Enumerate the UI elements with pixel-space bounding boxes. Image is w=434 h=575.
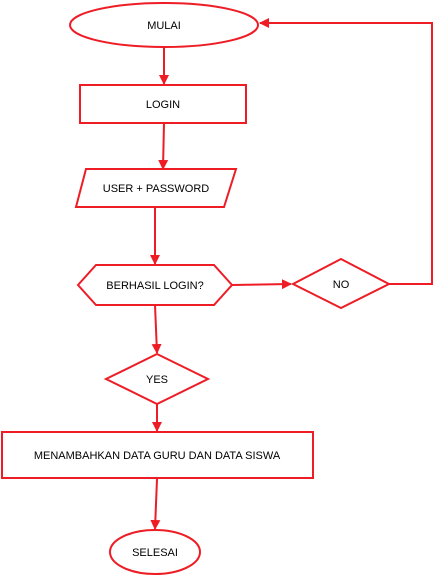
node-process-label: MENAMBAHKAN DATA GURU DAN DATA SISWA	[34, 450, 281, 462]
edge-login-to-input	[158, 122, 169, 170]
edge-decision-to-yes	[151, 304, 162, 354]
node-login: LOGIN	[79, 84, 247, 124]
node-yes: YES	[103, 352, 211, 406]
node-no: NO	[290, 257, 392, 310]
node-input-label: USER + PASSWORD	[103, 183, 210, 195]
edge-no-to-start	[259, 18, 433, 285]
connectors	[150, 18, 433, 530]
node-process: MENAMBAHKAN DATA GURU DAN DATA SISWA	[1, 431, 314, 479]
node-decision-label: BERHASIL LOGIN?	[106, 280, 203, 292]
node-start-label: MULAI	[147, 20, 181, 32]
node-end-label: SELESAI	[132, 547, 178, 559]
node-no-label: NO	[333, 279, 350, 291]
node-end: SELESAI	[109, 529, 201, 575]
edge-process-to-end	[150, 478, 161, 530]
edge-decision-to-no	[231, 279, 292, 290]
node-input: USER + PASSWORD	[74, 168, 238, 208]
node-start: MULAI	[69, 2, 259, 48]
node-login-label: LOGIN	[146, 99, 180, 111]
node-yes-label: YES	[146, 374, 168, 386]
node-decision: BERHASIL LOGIN?	[76, 264, 234, 306]
